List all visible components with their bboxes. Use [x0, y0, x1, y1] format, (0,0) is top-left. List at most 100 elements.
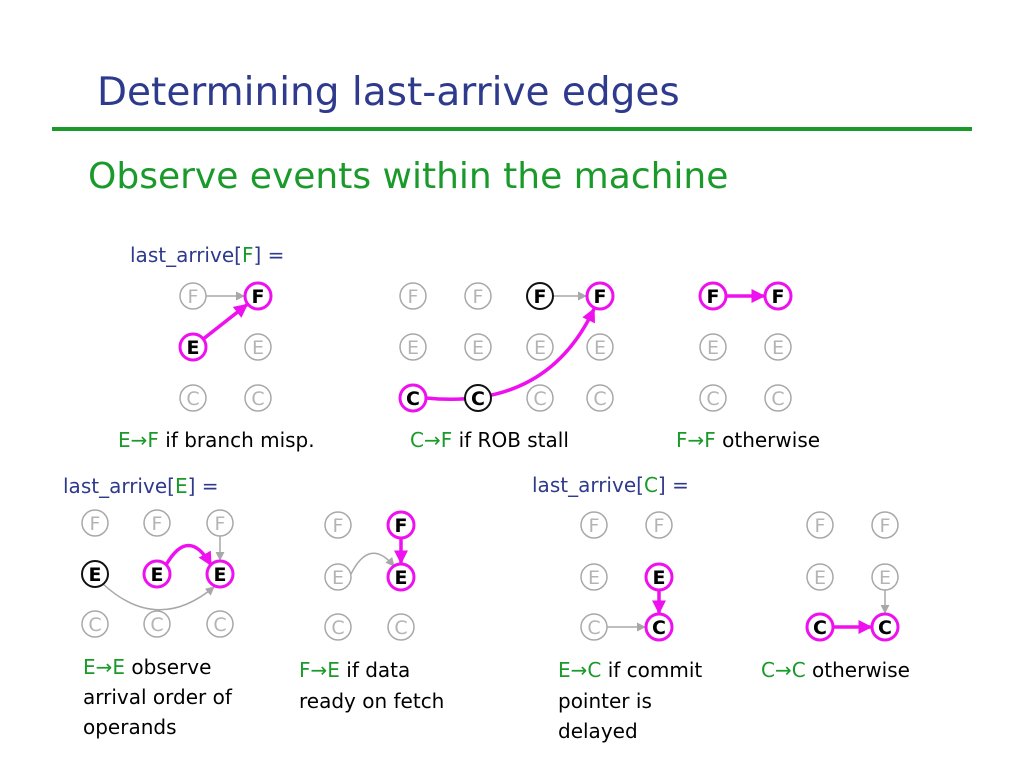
node-6-c0: C: [805, 612, 835, 642]
node-5-c1: C: [644, 612, 674, 642]
section-label-c: last_arrive[C] =: [532, 473, 689, 497]
slide-subtitle: Observe events within the machine: [88, 156, 729, 197]
node-5-e1: E: [644, 562, 674, 592]
node-6-e0: E: [806, 563, 834, 591]
svg-text:F: F: [215, 513, 226, 535]
svg-text:F: F: [333, 515, 344, 537]
node-1-c3: C: [586, 384, 614, 412]
svg-text:E: E: [332, 567, 344, 589]
node-3-c0: C: [81, 610, 109, 638]
svg-text:F: F: [473, 286, 484, 308]
node-4-e1: E: [386, 562, 416, 592]
section-label-f: last_arrive[F] =: [130, 243, 284, 267]
node-2-e0: E: [699, 333, 727, 361]
node-3-e1: E: [142, 559, 172, 589]
node-1-f2: F: [526, 282, 554, 310]
caption-e-to-c: E→C if commit pointer is delayed: [558, 658, 709, 743]
svg-text:E: E: [594, 337, 606, 359]
node-5-e0: E: [580, 563, 608, 591]
svg-text:C: C: [88, 614, 101, 636]
svg-text:C: C: [394, 617, 407, 639]
node-5-f0: F: [580, 511, 608, 539]
node-1-c0: C: [398, 383, 428, 413]
svg-text:E: E: [879, 567, 891, 589]
edge-1-c0-to-f3: [425, 307, 596, 401]
node-3-f0: F: [81, 509, 109, 537]
svg-text:E: E: [472, 337, 484, 359]
svg-text:F: F: [589, 515, 600, 537]
node-3-e2: E: [205, 559, 235, 589]
svg-text:C: C: [878, 617, 892, 639]
node-4-e0: E: [324, 563, 352, 591]
svg-text:C: C: [213, 614, 226, 636]
edge-4-e0-to-e1: [350, 552, 395, 575]
node-6-f1: F: [871, 511, 899, 539]
svg-text:C: C: [251, 388, 264, 410]
title-divider: [52, 127, 972, 131]
svg-text:E: E: [252, 337, 264, 359]
section-label-e: last_arrive[E] =: [63, 474, 219, 498]
caption-e-to-f: E→F if branch misp.: [118, 428, 315, 452]
svg-text:F: F: [395, 515, 408, 537]
svg-text:F: F: [534, 286, 547, 308]
node-0-c1: C: [244, 384, 272, 412]
node-1-e3: E: [586, 333, 614, 361]
caption-f-to-f: F→F otherwise: [676, 428, 820, 452]
svg-text:C: C: [331, 617, 344, 639]
caption-c-to-c: C→C otherwise: [761, 658, 910, 682]
node-0-e1: E: [244, 333, 272, 361]
svg-text:E: E: [772, 337, 784, 359]
node-2-f1: F: [763, 281, 793, 311]
svg-text:F: F: [880, 515, 891, 537]
node-4-c0: C: [324, 613, 352, 641]
node-4-c1: C: [387, 613, 415, 641]
svg-text:C: C: [533, 388, 546, 410]
node-6-c1: C: [870, 612, 900, 642]
caption-f-to-e: F→E if data ready on fetch: [299, 658, 444, 713]
svg-text:C: C: [471, 388, 485, 410]
node-4-f0: F: [324, 511, 352, 539]
caption-e-to-e: E→E observe arrival order of operands: [83, 655, 238, 739]
node-2-c0: C: [699, 384, 727, 412]
node-3-f1: F: [143, 509, 171, 537]
node-1-c2: C: [526, 384, 554, 412]
node-0-e0: E: [178, 332, 208, 362]
node-2-f0: F: [698, 281, 728, 311]
node-3-f2: F: [206, 509, 234, 537]
svg-text:F: F: [594, 286, 607, 308]
edge-3-e1-to-e2: [164, 543, 213, 567]
svg-text:E: E: [407, 337, 419, 359]
svg-text:F: F: [90, 513, 101, 535]
svg-text:F: F: [815, 515, 826, 537]
node-1-e0: E: [399, 333, 427, 361]
svg-text:F: F: [408, 286, 419, 308]
svg-text:E: E: [214, 564, 227, 586]
svg-text:E: E: [588, 567, 600, 589]
svg-text:E: E: [653, 567, 666, 589]
node-1-e2: E: [526, 333, 554, 361]
svg-text:C: C: [587, 617, 600, 639]
svg-text:E: E: [395, 567, 408, 589]
slide-title: Determining last-arrive edges: [97, 70, 680, 115]
node-6-e1: E: [871, 563, 899, 591]
node-5-f1: F: [645, 511, 673, 539]
svg-text:E: E: [151, 564, 164, 586]
node-3-c2: C: [206, 610, 234, 638]
svg-text:F: F: [188, 286, 199, 308]
node-0-f0: F: [179, 282, 207, 310]
node-6-f0: F: [806, 511, 834, 539]
svg-text:C: C: [406, 388, 420, 410]
svg-text:F: F: [654, 515, 665, 537]
svg-text:F: F: [707, 286, 720, 308]
svg-text:E: E: [89, 564, 102, 586]
svg-text:C: C: [706, 388, 719, 410]
edge-3-e0-to-e2: [102, 583, 215, 611]
node-1-e1: E: [464, 333, 492, 361]
node-2-c1: C: [764, 384, 792, 412]
node-1-c1: C: [464, 384, 492, 412]
node-0-c0: C: [179, 384, 207, 412]
svg-text:C: C: [771, 388, 784, 410]
caption-c-to-f: C→F if ROB stall: [410, 428, 569, 452]
